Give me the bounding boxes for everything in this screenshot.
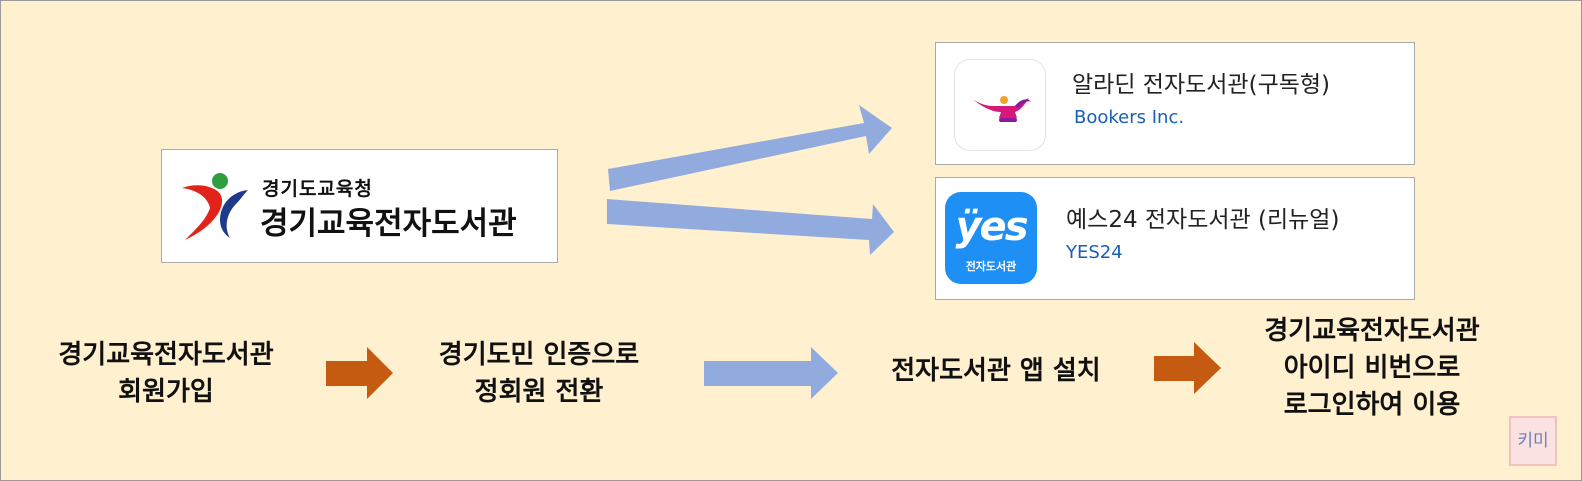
app-name-aladin: 알라딘 전자도서관(구독형) [1072, 72, 1331, 98]
arrow-step1-to-step2 [326, 347, 393, 399]
logo-subtitle: 경기도교육청 [262, 178, 373, 200]
step-login: 경기교육전자도서관 아이디 비번으로 로그인하여 이용 [1227, 313, 1517, 424]
step-4-line-1: 경기교육전자도서관 [1264, 316, 1480, 346]
app-card-yes24[interactable]: ÿes 전자도서관 예스24 전자도서관 (리뉴얼) YES24 [935, 177, 1415, 300]
arrow-step3-to-step4 [1154, 342, 1221, 394]
step-signup: 경기교육전자도서관 회원가입 [21, 337, 311, 411]
step-1-line-2: 회원가입 [118, 377, 214, 407]
step-2-line-1: 경기도민 인증으로 [438, 340, 640, 370]
step-2-line-2: 정회원 전환 [474, 377, 604, 407]
app-developer-aladin: Bookers Inc. [1074, 107, 1185, 128]
logo-title: 경기교육전자도서관 [260, 206, 517, 242]
step-install-app: 전자도서관 앱 설치 [861, 353, 1131, 390]
app-card-aladin[interactable]: 알라딘 전자도서관(구독형) Bookers Inc. [935, 42, 1415, 165]
app-developer-yes24: YES24 [1066, 242, 1123, 263]
step-resident-verification: 경기도민 인증으로 정회원 전환 [399, 337, 679, 411]
genie-lamp-icon [971, 96, 1031, 122]
step-3-line-1: 전자도서관 앱 설치 [891, 356, 1101, 386]
arrow-step2-to-step3 [704, 347, 838, 399]
arrow-to-yes24 [607, 199, 894, 255]
yes-icon-text: ÿes [955, 204, 1028, 250]
arrow-to-aladin [608, 105, 892, 191]
step-1-line-1: 경기교육전자도서관 [58, 340, 274, 370]
yes-icon: ÿes 전자도서관 [945, 192, 1037, 284]
library-logo-box: 경기도교육청 경기교육전자도서관 [161, 149, 558, 263]
watermark-badge: 키미 [1509, 416, 1557, 466]
step-4-line-3: 로그인하여 이용 [1283, 390, 1461, 420]
aladin-app-icon [954, 59, 1046, 151]
app-name-yes24: 예스24 전자도서관 (리뉴얼) [1066, 207, 1340, 233]
gyeonggi-education-emblem-icon [182, 173, 248, 240]
step-4-line-2: 아이디 비번으로 [1283, 353, 1461, 383]
yes-icon-subtext: 전자도서관 [965, 260, 1017, 273]
